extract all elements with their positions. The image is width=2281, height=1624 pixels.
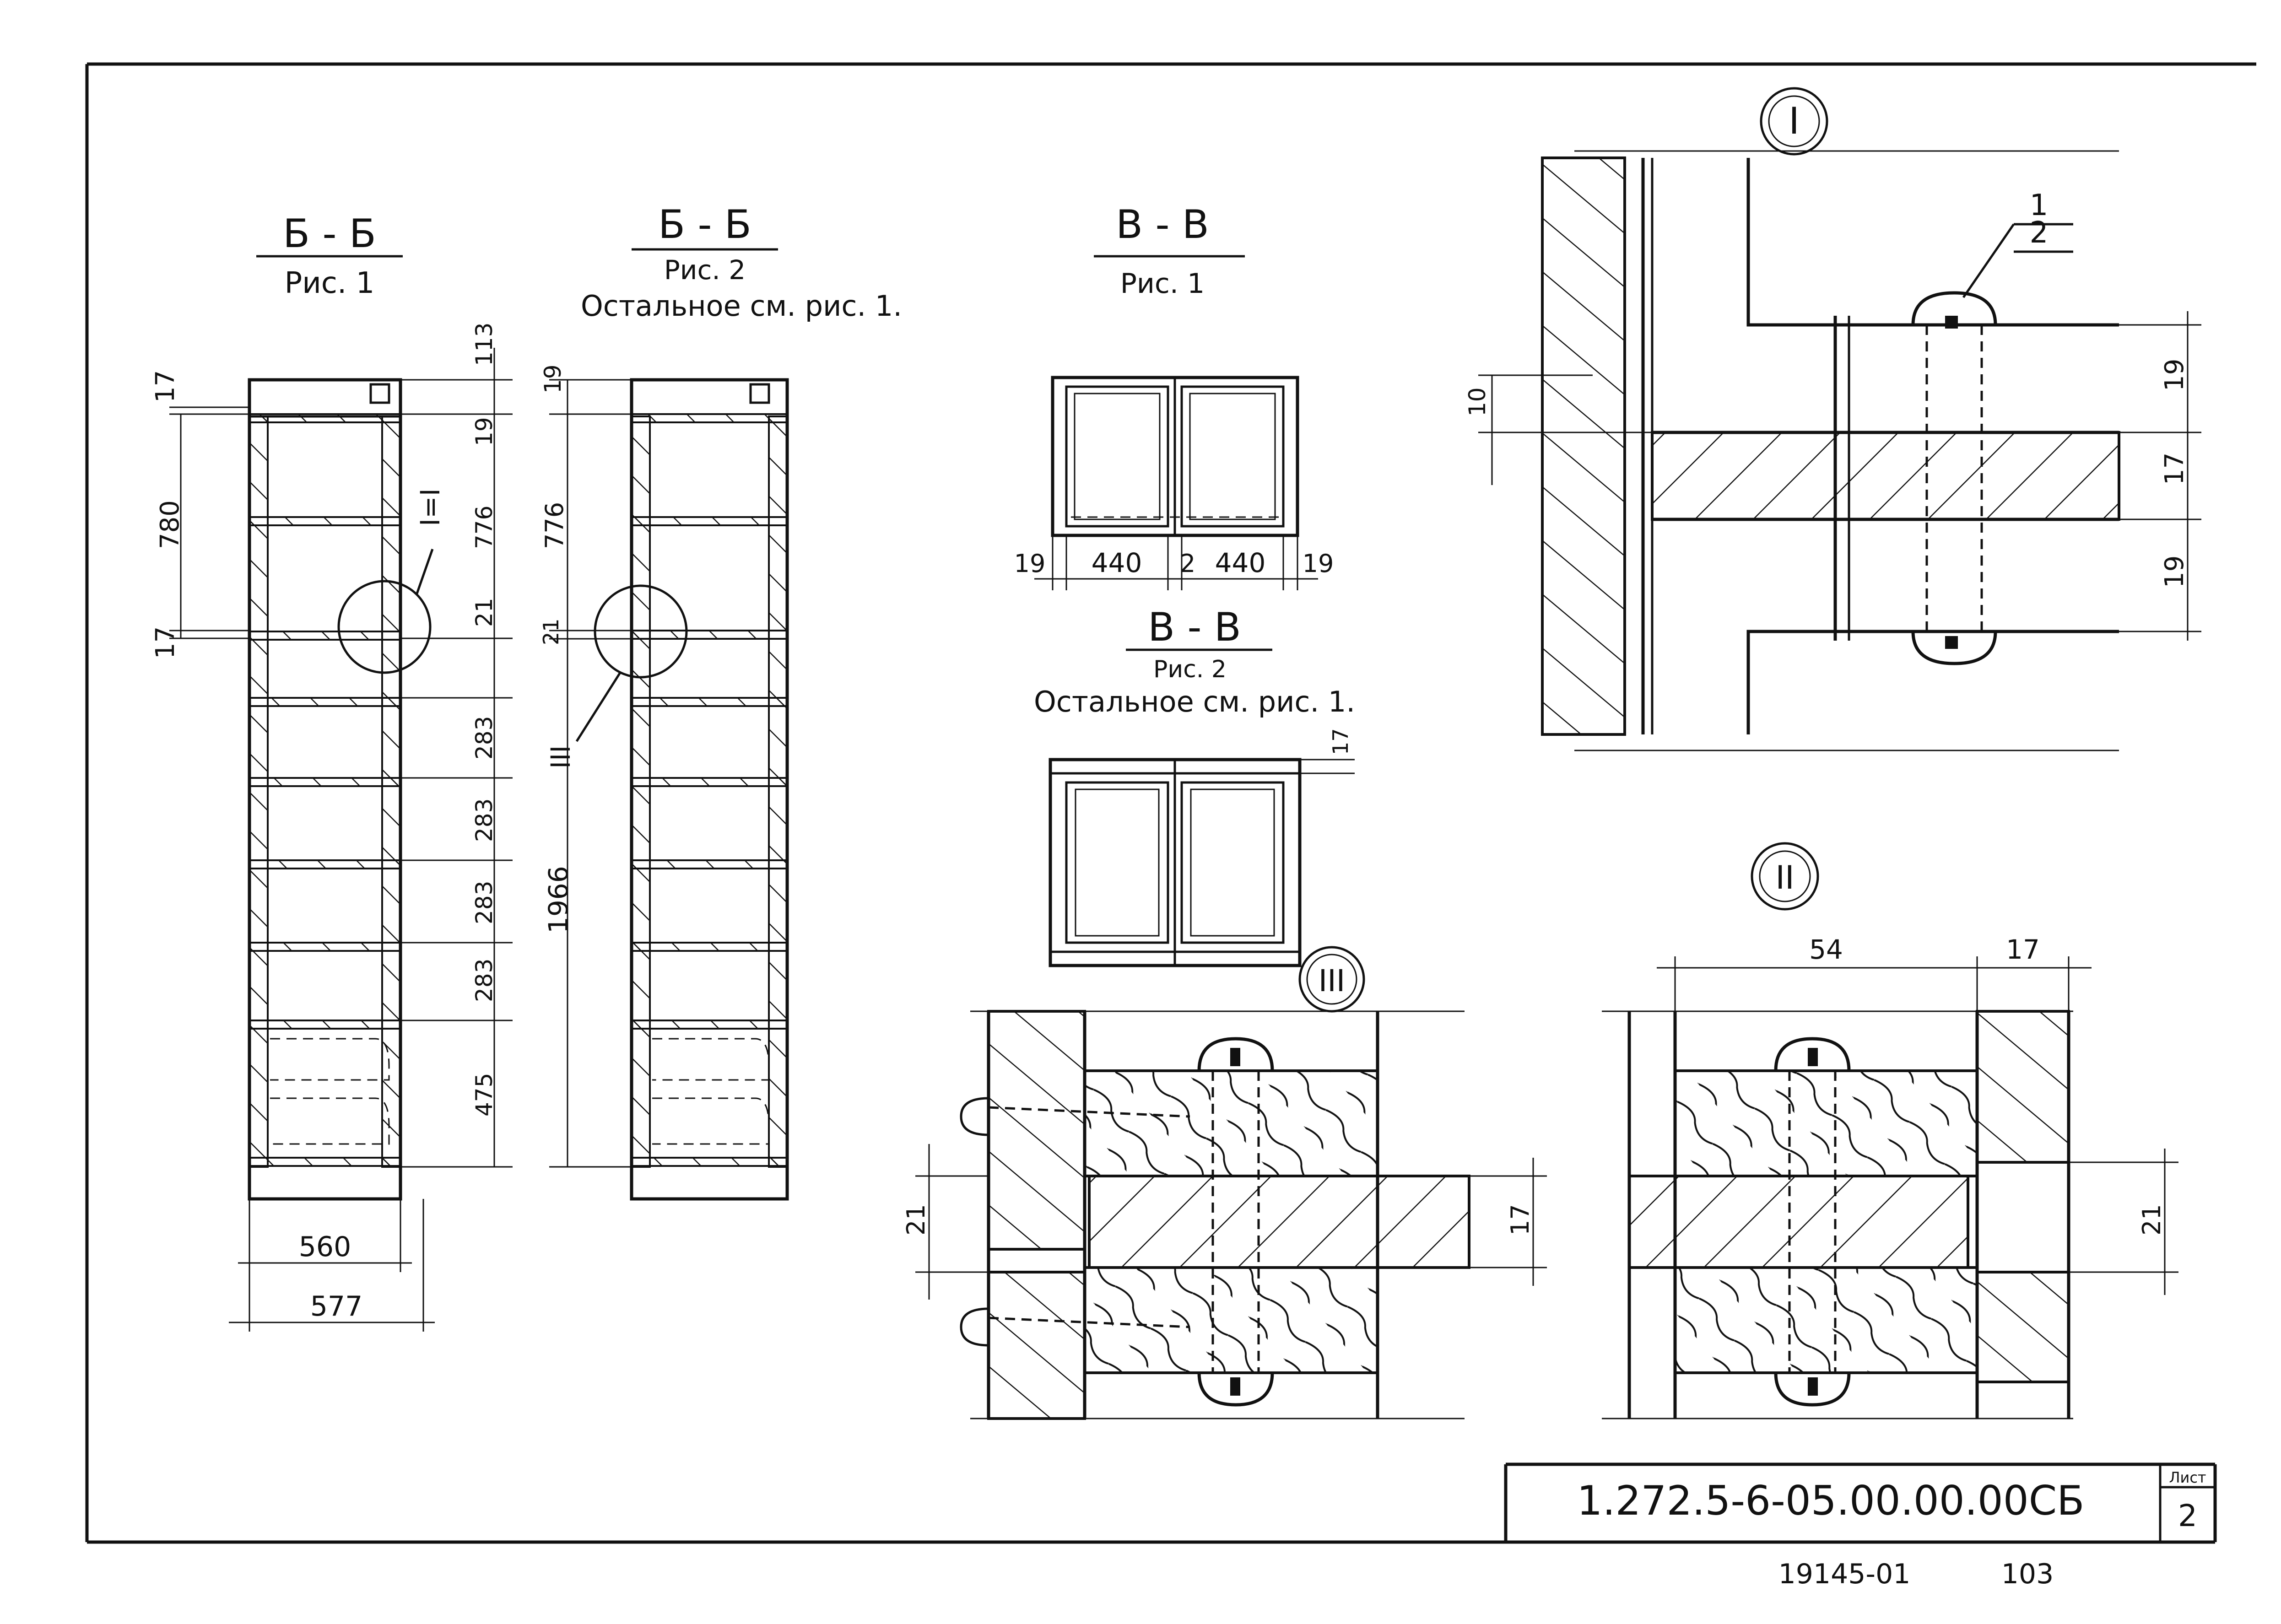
dim-label: 17 bbox=[2160, 453, 2189, 485]
detail-I: I 1 2 10 bbox=[1464, 87, 2201, 751]
detail-mark bbox=[1760, 87, 1828, 156]
dim-label: 21 bbox=[471, 598, 497, 627]
position-label: 1 bbox=[2030, 189, 2049, 222]
dim-label: 776 bbox=[540, 502, 569, 549]
dim-label: 776 bbox=[471, 506, 497, 549]
dim-label: 440 bbox=[1092, 547, 1142, 578]
dimensions: 21 17 bbox=[902, 1144, 1547, 1300]
dim-label: 21 bbox=[2137, 1204, 2166, 1236]
detail-III: III 21 17 bbox=[902, 946, 1547, 1420]
view-title: Б - Б bbox=[283, 211, 376, 257]
dim-label: 283 bbox=[471, 799, 497, 842]
shelves bbox=[631, 413, 788, 1167]
dim-label: 21 bbox=[902, 1204, 930, 1236]
callout-label: III bbox=[545, 745, 576, 769]
view-title: В - В bbox=[1116, 202, 1209, 248]
width-dimensions: 560 577 bbox=[229, 1199, 435, 1332]
dim-label: 577 bbox=[310, 1290, 363, 1322]
view-subtitle: Рис. 1 bbox=[285, 266, 375, 300]
dim-label: 283 bbox=[471, 716, 497, 760]
view-note: Остальное см. рис. 1. bbox=[581, 289, 902, 323]
dim-label: 17 bbox=[1328, 728, 1353, 755]
view-subtitle: Рис. 2 bbox=[1153, 656, 1227, 683]
detail-mark bbox=[1751, 842, 1819, 911]
page-number: 103 bbox=[2001, 1558, 2054, 1590]
sheet-label: Лист bbox=[2169, 1469, 2206, 1486]
detail-mark-label: I bbox=[1789, 100, 1800, 142]
sheet-number: 2 bbox=[2178, 1498, 2197, 1533]
left-dimensions: 17 780 17 bbox=[151, 370, 249, 659]
detail-mark-label: III bbox=[1319, 963, 1345, 998]
dimensions: 54 17 21 bbox=[1657, 934, 2178, 1295]
view-vv-fig1: В - В Рис. 1 19 440 2 440 19 bbox=[1014, 202, 1334, 590]
dim-label: 19 bbox=[2160, 359, 2189, 391]
dim-label: 2 bbox=[1180, 549, 1195, 578]
detail-II: II 54 17 21 bbox=[1602, 842, 2178, 1419]
dim-label: 17 bbox=[151, 370, 180, 403]
dim-label: 19 bbox=[1303, 549, 1334, 578]
dim-label: 54 bbox=[1809, 934, 1843, 965]
view-title: Б - Б bbox=[658, 202, 751, 248]
dim-label: 21 bbox=[539, 618, 563, 645]
dim-label: 780 bbox=[155, 500, 185, 549]
cabinet-body bbox=[630, 378, 789, 1201]
dim-label: 17 bbox=[1506, 1204, 1535, 1236]
document-number: 1.272.5-6-05.00.00.00СБ bbox=[1577, 1477, 2084, 1524]
callout-label: I=I bbox=[415, 488, 446, 526]
dim-label: 10 bbox=[1464, 387, 1491, 416]
dim-label: 440 bbox=[1215, 547, 1266, 578]
dim-label: 283 bbox=[471, 881, 497, 924]
title-block: 1.272.5-6-05.00.00.00СБ Лист 2 bbox=[1504, 1462, 2215, 1542]
view-bb-fig1: Б - Б Рис. 1 I=I bbox=[151, 211, 513, 1332]
dim-label: 560 bbox=[299, 1231, 351, 1263]
view-note: Остальное см. рис. 1. bbox=[1034, 685, 1355, 718]
archive-number: 19145-01 bbox=[1778, 1558, 1911, 1590]
view-subtitle: Рис. 2 bbox=[664, 254, 746, 286]
view-bb-fig2: Б - Б Рис. 2 Остальное см. рис. 1. III bbox=[539, 202, 902, 1201]
view-subtitle: Рис. 1 bbox=[1120, 268, 1205, 300]
detail-mark-label: II bbox=[1775, 859, 1794, 896]
dimensions: 19 440 2 440 19 bbox=[1014, 535, 1334, 590]
view-vv-fig2: В - В Рис. 2 Остальное см. рис. 1. 17 bbox=[1034, 604, 1355, 967]
footer: 19145-01 103 bbox=[1778, 1558, 2054, 1590]
dim-label: 19 bbox=[540, 364, 566, 394]
dim-label: 475 bbox=[471, 1073, 497, 1117]
cabinet-body bbox=[248, 378, 402, 1201]
dim-label: 19 bbox=[2160, 556, 2189, 588]
dim-label: 1966 bbox=[543, 866, 574, 933]
sheet-frame bbox=[85, 62, 2256, 1544]
shelves bbox=[249, 413, 401, 1167]
dim-label: 113 bbox=[471, 323, 497, 366]
view-title: В - В bbox=[1148, 604, 1241, 650]
dimensions: 10 19 17 19 bbox=[1464, 311, 2201, 641]
left-dimensions: 19 776 21 1966 bbox=[539, 364, 632, 1168]
right-dimensions: 113 19 776 21 283 283 283 283 475 bbox=[400, 323, 513, 1168]
callout-circle bbox=[594, 584, 688, 679]
position-label: 2 bbox=[2030, 216, 2049, 250]
callout-circle bbox=[337, 580, 432, 674]
dim-label: 283 bbox=[471, 959, 497, 1002]
dim-label: 19 bbox=[471, 417, 497, 446]
dim-label: 17 bbox=[151, 626, 180, 659]
dim-label: 17 bbox=[2006, 934, 2040, 965]
dim-label: 19 bbox=[1014, 549, 1046, 578]
